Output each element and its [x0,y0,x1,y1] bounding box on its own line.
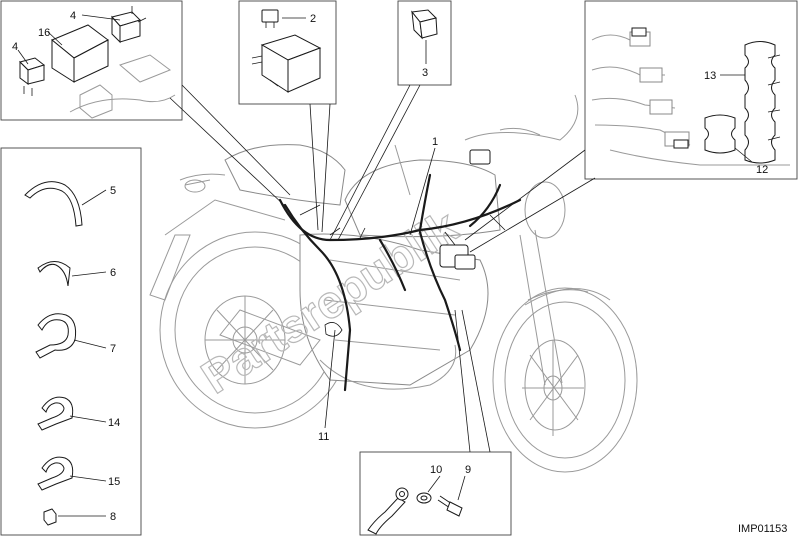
callout-6: 6 [110,267,116,279]
callout-10: 10 [430,464,442,476]
callout-16: 16 [38,27,50,39]
callout-14: 14 [108,417,120,429]
callout-12: 12 [756,164,768,176]
callout-4-left: 4 [12,41,18,53]
callout-4-top: 4 [70,10,76,22]
callout-13: 13 [704,70,716,82]
callout-8: 8 [110,511,116,523]
callout-9: 9 [465,464,471,476]
callout-15: 15 [108,476,120,488]
inset-box-holders [584,0,798,180]
wiring-harness [278,149,522,392]
callout-3: 3 [422,67,428,79]
inset-box-clamps [0,147,142,536]
inset-box-relays [0,0,183,121]
callout-7: 7 [110,343,116,355]
callout-11: 11 [318,431,329,443]
inset-box-connector [397,0,452,86]
diagram-code: IMP01153 [738,523,787,535]
front-wheel [492,287,638,473]
leader-lines [169,84,596,453]
callout-5: 5 [110,185,116,197]
callout-2: 2 [310,13,316,25]
motorcycle-drawing [149,94,638,473]
inset-box-ground [359,451,512,536]
inset-box-fuse [238,0,337,105]
callout-1: 1 [432,136,438,148]
